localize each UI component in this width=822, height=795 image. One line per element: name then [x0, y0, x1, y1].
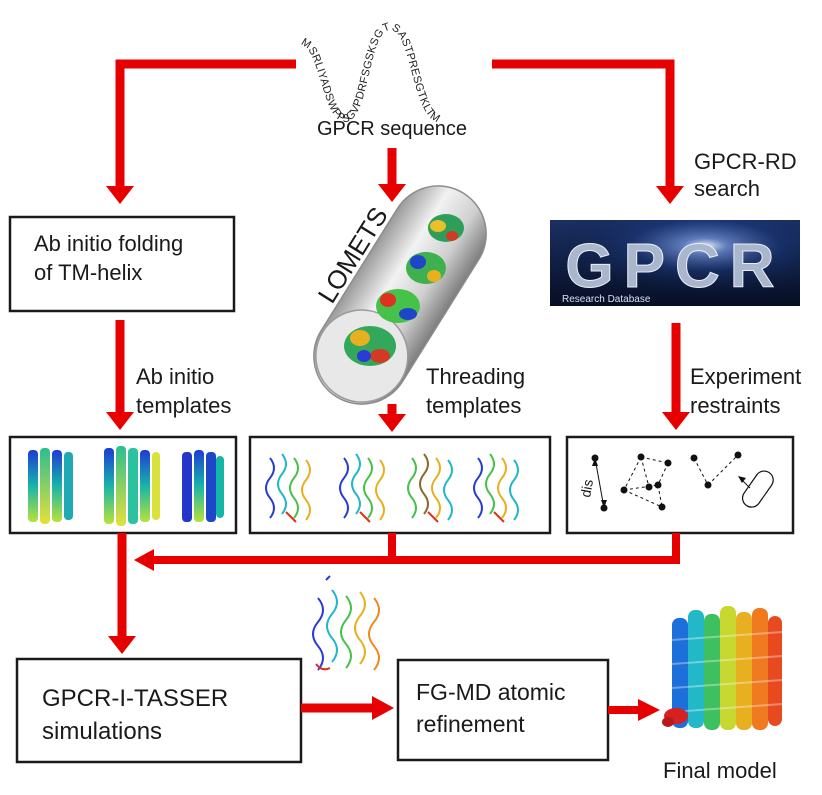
- itasser-box-line1: GPCR-I-TASSER: [42, 685, 228, 712]
- fgmd-box-line2: refinement: [416, 711, 525, 737]
- ribbon-structure-icon: [265, 453, 311, 523]
- fgmd-box-line1: FG-MD atomic: [416, 679, 566, 705]
- gpcr-logo-subtitle: Research Database: [562, 294, 651, 305]
- experiment-restraints-line1: Experiment: [690, 364, 801, 389]
- itasser-simulations-box: GPCR-I-TASSER simulations: [15, 657, 303, 764]
- gpcrrd-label-line2: search: [694, 176, 760, 201]
- threading-templates-box: [248, 435, 552, 535]
- helix-bundle-icon: [182, 450, 224, 522]
- sequence-wave: MSRLIYADSWPPSGVPDRFSGSKSGTSASTPRESGTKLTM…: [299, 21, 467, 140]
- middle-arrows: [106, 320, 690, 432]
- dis-label: dis: [577, 478, 596, 498]
- final-model-label: Final model: [663, 758, 777, 783]
- itasser-box-line2: simulations: [42, 718, 162, 745]
- abinitio-templates-line2: templates: [136, 393, 231, 418]
- gpcr-database-logo: GPCR Research Database: [550, 220, 800, 306]
- final-model-structure: Final model: [662, 606, 783, 783]
- helix-bundle-icon: [28, 448, 73, 524]
- abinitio-box-line1: Ab initio folding: [34, 231, 183, 256]
- experiment-restraints-line2: restraints: [690, 393, 780, 418]
- merge-arrows: [108, 533, 680, 654]
- fgmd-refinement-box: FG-MD atomic refinement: [396, 658, 610, 762]
- abinitio-templates-line1: Ab initio: [136, 364, 214, 389]
- ribbon-structure-icon: [339, 453, 385, 523]
- ribbon-structure-icon: [473, 453, 519, 523]
- abinitio-folding-box: Ab initio folding of TM-helix: [8, 215, 236, 313]
- gpcrrd-label-line1: GPCR-RD: [694, 149, 797, 174]
- helix-bundle-icon: [104, 446, 160, 526]
- abinitio-box-line2: of TM-helix: [34, 260, 142, 285]
- sequence-caption: GPCR sequence: [317, 118, 467, 140]
- experiment-restraints-box: dis: [565, 435, 795, 535]
- restraint-network-icon: dis: [577, 451, 774, 512]
- top-arrows: [106, 59, 684, 204]
- ribbon-structure-icon: [407, 453, 453, 523]
- template-labels: Ab initio templates Threading templates …: [136, 364, 801, 418]
- abinitio-templates-box: [8, 435, 238, 535]
- threading-templates-line2: templates: [426, 393, 521, 418]
- threading-templates-line1: Threading: [426, 364, 525, 389]
- gpcrrd-search: GPCR-RD search: [694, 149, 797, 201]
- lomets-protein-icon: [344, 214, 464, 366]
- sequence-residues: MSRLIYADSWPPSGVPDRFSGSKSGTSASTPRESGTKLTM: [299, 21, 442, 126]
- predicted-structure-icon: [312, 575, 380, 671]
- gpcr-logo-text: GPCR: [565, 232, 784, 301]
